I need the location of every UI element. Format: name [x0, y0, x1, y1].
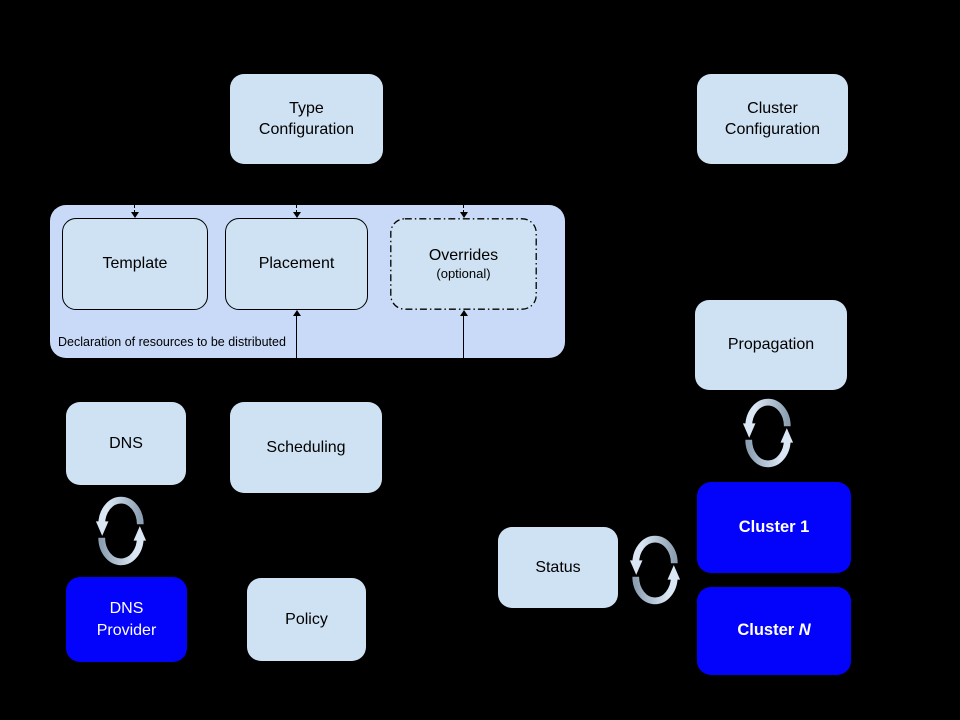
sync-icon-dns — [94, 494, 148, 568]
type-configuration-label: Type Configuration — [258, 99, 355, 138]
sync-cycle-icon — [629, 535, 681, 605]
scheduling-label: Scheduling — [266, 438, 346, 456]
node-cluster-n: Cluster N — [697, 587, 851, 675]
policy-label: Policy — [285, 610, 328, 628]
arrow-line — [296, 205, 297, 213]
arrow-line — [134, 205, 135, 213]
arrow-line — [463, 315, 464, 358]
node-type-configuration: Type Configuration — [230, 74, 383, 164]
node-policy: Policy — [247, 578, 366, 661]
arrow-config-to-template — [130, 205, 139, 218]
dns-provider-label: DNS Provider — [96, 600, 157, 639]
sync-icon-status — [628, 533, 682, 607]
node-template: Template — [62, 218, 208, 310]
arrow-scheduling-to-placement — [292, 310, 301, 358]
arrow-line — [463, 205, 464, 213]
arrowhead-down-icon — [292, 212, 301, 218]
arrowhead-up-icon — [292, 310, 301, 316]
node-scheduling: Scheduling — [230, 402, 382, 493]
node-overrides: Overrides (optional) — [390, 218, 537, 310]
cluster-configuration-label: Cluster Configuration — [724, 99, 821, 138]
template-label: Template — [102, 255, 168, 272]
node-cluster-1: Cluster 1 — [697, 482, 851, 573]
cluster-n-label: Cluster N — [737, 620, 810, 642]
sync-icon-propagation — [741, 396, 795, 470]
status-label: Status — [535, 558, 581, 576]
node-cluster-configuration: Cluster Configuration — [697, 74, 848, 164]
placement-label: Placement — [258, 255, 335, 272]
overrides-sublabel: (optional) — [436, 266, 491, 281]
node-dns-provider: DNS Provider — [66, 577, 187, 662]
node-propagation: Propagation — [695, 300, 847, 390]
resource-declaration-caption: Declaration of resources to be distribut… — [58, 335, 286, 349]
sync-cycle-icon — [95, 496, 147, 566]
arrowhead-down-icon — [459, 212, 468, 218]
cluster-1-label: Cluster 1 — [738, 517, 810, 536]
arrow-config-to-overrides — [459, 205, 468, 218]
node-dns: DNS — [66, 402, 186, 485]
arrowhead-down-icon — [130, 212, 139, 218]
overrides-label: Overrides — [428, 247, 499, 264]
dns-label: DNS — [109, 434, 143, 452]
cluster-n-suffix: N — [798, 621, 811, 640]
resource-declaration-group: Template Placement Overrides (optional) … — [50, 205, 565, 358]
cluster-n-prefix: Cluster — [737, 621, 799, 640]
arrow-line — [296, 315, 297, 358]
node-placement: Placement — [225, 218, 368, 310]
arrow-config-to-placement — [292, 205, 301, 218]
sync-cycle-icon — [742, 398, 794, 468]
node-status: Status — [498, 527, 618, 608]
arrowhead-up-icon — [459, 310, 468, 316]
arrow-to-overrides — [459, 310, 468, 358]
propagation-label: Propagation — [727, 336, 815, 354]
